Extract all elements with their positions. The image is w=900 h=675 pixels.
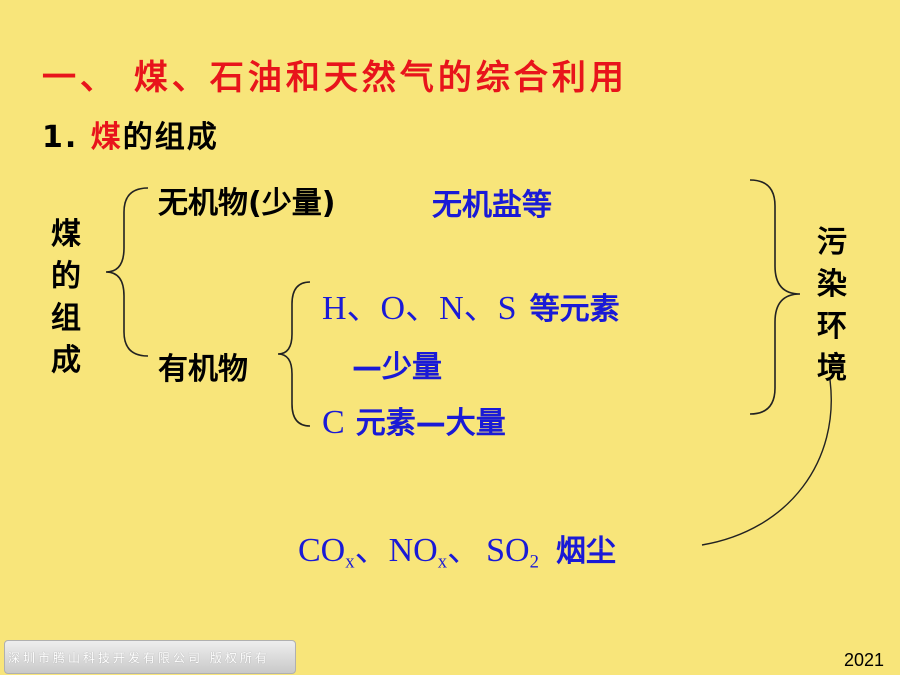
footer-copyright: 深圳市腾山科技开发有限公司 版权所有: [8, 651, 270, 665]
no-x: NOx: [388, 532, 448, 573]
organic-elements-row: H、O、N、S 等元素: [322, 280, 620, 329]
inorganic-label: 无机物(少量): [158, 186, 336, 221]
left-brace-organic: [277, 281, 311, 427]
section-keyword: 煤: [90, 120, 123, 155]
footer-bar: [4, 640, 296, 674]
right-brace-large: [749, 179, 801, 415]
section-heading: 1. 煤的组成: [42, 112, 219, 156]
emissions-row: COx、NOx、 SO2 烟尘: [298, 532, 617, 573]
year-label: 2021: [844, 650, 885, 670]
page-title: 一、 煤、石油和天然气的综合利用: [42, 58, 628, 98]
carbon-row: C 元素—大量: [322, 398, 506, 442]
so2: SO2: [486, 532, 539, 573]
dust-label: 烟尘: [556, 534, 617, 569]
organic-label: 有机物: [158, 352, 248, 387]
inorganic-detail: 无机盐等: [432, 188, 552, 223]
element-suffix: 等元素: [529, 292, 620, 327]
left-brace-large: [105, 187, 149, 357]
section-number: 1.: [42, 120, 79, 155]
emission-curve: [701, 379, 832, 546]
co-x: COx: [298, 532, 355, 573]
carbon-suffix: 元素—大量: [355, 406, 506, 441]
coal-composition-label: 煤 的 组 成: [51, 217, 81, 378]
minor-amount: —少量: [352, 350, 442, 385]
pollution-label: 污 染 环 境: [817, 225, 847, 386]
section-heading-rest: 的组成: [122, 120, 219, 155]
element-list: H、O、N、S: [322, 290, 517, 327]
carbon-symbol: C: [322, 404, 345, 441]
